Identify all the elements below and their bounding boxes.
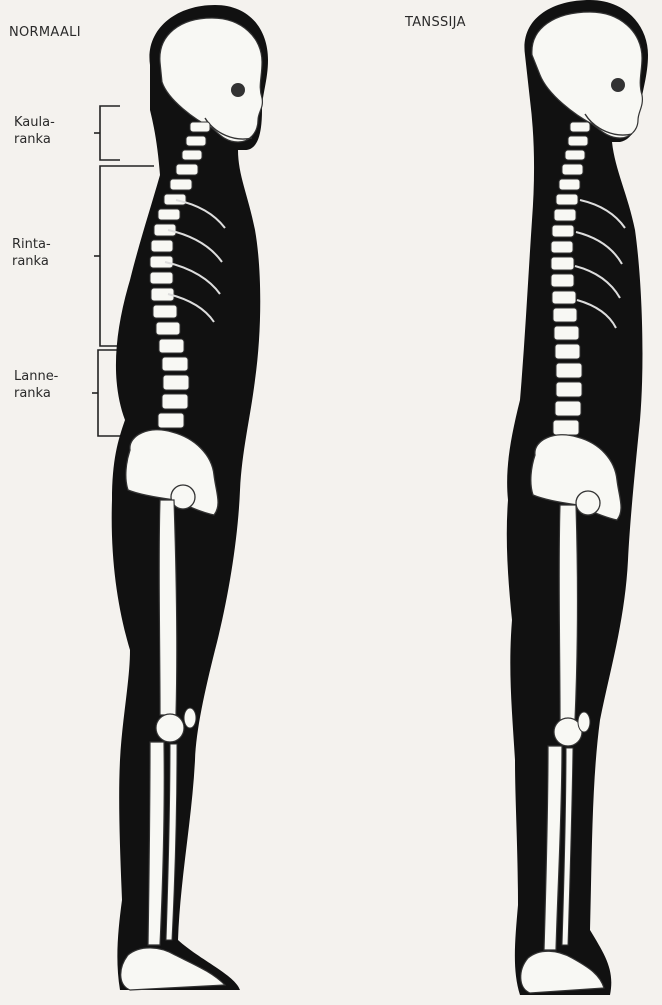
dancer-vertebra (553, 420, 579, 435)
bracket-cervical (100, 106, 120, 160)
dancer-posture-figure (507, 0, 648, 995)
dancer-vertebra (552, 225, 574, 237)
dancer-vertebra (570, 122, 590, 132)
normal-eye-socket (231, 83, 245, 97)
normal-vertebra (176, 164, 198, 175)
normal-tibia (148, 742, 164, 945)
dancer-vertebra (555, 401, 581, 416)
normal-vertebra (150, 256, 173, 268)
normal-vertebra (170, 179, 192, 190)
normal-vertebra (156, 322, 180, 335)
normal-vertebra (190, 122, 210, 132)
normal-vertebra (163, 375, 189, 390)
dancer-vertebra (559, 179, 580, 190)
normal-vertebra (150, 272, 173, 284)
dancer-vertebra (556, 382, 582, 397)
dancer-vertebra (555, 344, 580, 359)
normal-vertebra (159, 339, 184, 353)
dancer-vertebra (552, 291, 576, 304)
dancer-hip-joint (576, 491, 600, 515)
normal-posture-figure (112, 5, 268, 990)
normal-vertebra (186, 136, 206, 146)
dancer-femur (559, 505, 577, 720)
normal-vertebra (158, 413, 184, 428)
normal-vertebra (164, 194, 186, 205)
dancer-vertebra (554, 209, 576, 221)
normal-knee (156, 714, 184, 742)
normal-vertebra (162, 357, 188, 371)
dancer-vertebra (565, 150, 585, 160)
dancer-vertebra (551, 257, 574, 270)
dancer-eye-socket (611, 78, 625, 92)
dancer-vertebra (551, 241, 573, 253)
normal-vertebra (182, 150, 202, 160)
normal-vertebra (154, 224, 176, 236)
dancer-vertebra (568, 136, 588, 146)
normal-vertebra (158, 209, 180, 220)
dancer-vertebra (556, 194, 578, 205)
normal-vertebra (162, 394, 188, 409)
normal-kneecap (184, 708, 196, 728)
dancer-vertebra (551, 274, 574, 287)
dancer-kneecap (578, 712, 590, 732)
normal-vertebra (151, 240, 173, 252)
dancer-vertebra (553, 308, 577, 322)
normal-vertebra (153, 305, 177, 318)
dancer-vertebra (554, 326, 579, 340)
normal-femur (159, 500, 177, 715)
dancer-vertebra (556, 363, 582, 378)
dancer-vertebra (562, 164, 583, 175)
